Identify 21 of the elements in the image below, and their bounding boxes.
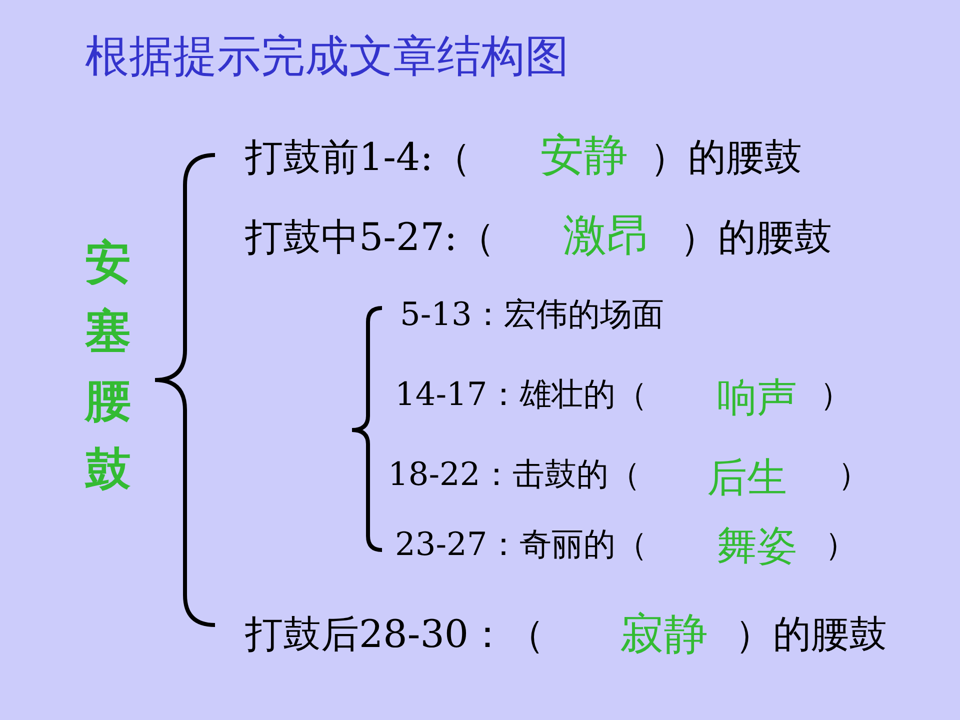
outline-text: ） xyxy=(838,458,870,490)
outline-text: ）的腰鼓 xyxy=(650,138,802,176)
outline-text: ） xyxy=(825,528,857,560)
outline-text: 打鼓前1-4:（ xyxy=(245,138,471,176)
title: 根据提示完成文章结构图 xyxy=(85,35,569,79)
answer-text: 安静 xyxy=(540,134,628,178)
outline-text: 23-27：奇丽的（ xyxy=(395,528,648,560)
outline-text: 18-22：击鼓的（ xyxy=(388,458,640,490)
answer-text: 寂静 xyxy=(620,613,708,657)
outline-text: 5-13：宏伟的场面 xyxy=(400,298,664,330)
outline-text: ）的腰鼓 xyxy=(680,218,832,256)
answer-text: 激昂 xyxy=(563,214,651,258)
outline-text: ）的腰鼓 xyxy=(735,615,887,653)
answer-text: 舞姿 xyxy=(717,526,797,566)
vertical-heading: 安塞腰鼓 xyxy=(85,234,131,498)
answer-text: 响声 xyxy=(717,378,797,418)
answer-text: 后生 xyxy=(707,458,787,498)
outline-text: ） xyxy=(820,378,852,410)
outline-text: 14-17：雄壮的（ xyxy=(395,378,648,410)
outline-text: 打鼓中5-27:（ xyxy=(245,218,496,256)
outline-text: 打鼓后28-30：（ xyxy=(245,615,545,653)
